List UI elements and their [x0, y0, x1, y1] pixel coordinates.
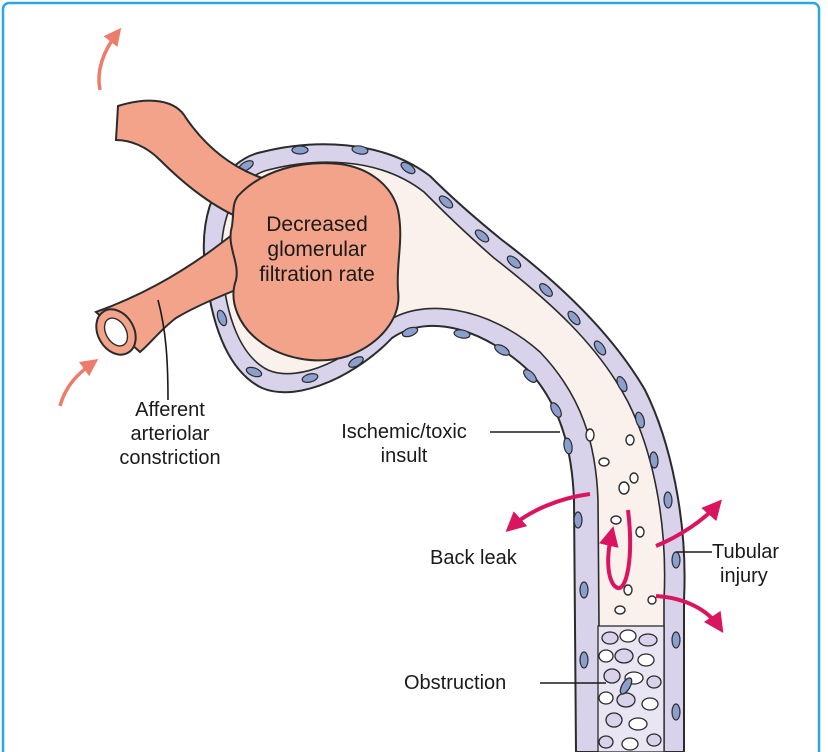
obstruction-label: Obstruction: [404, 671, 506, 695]
afferent-label-line: Afferent: [108, 398, 232, 422]
tubular-injury-label: Tubular injury: [712, 540, 779, 588]
obstruction-cast: [598, 626, 664, 752]
glomerulus-label-line: Decreased: [222, 212, 412, 237]
insult-label: Ischemic/toxic insult: [318, 420, 490, 468]
glomerulus-label-line: filtration rate: [222, 262, 412, 287]
glomerulus-label: Decreased glomerular filtration rate: [222, 212, 412, 287]
afferent-label-line: arteriolar: [108, 422, 232, 446]
flow-in-arrow: [60, 362, 94, 406]
afferent-label-line: constriction: [108, 446, 232, 470]
insult-label-line: Ischemic/toxic: [318, 420, 490, 444]
flow-out-arrow: [99, 32, 118, 90]
tubular-injury-label-line: injury: [712, 564, 779, 588]
tubular-injury-label-line: Tubular: [712, 540, 779, 564]
afferent-label: Afferent arteriolar constriction: [108, 398, 232, 470]
insult-label-line: insult: [318, 444, 490, 468]
glomerulus-label-line: glomerular: [222, 237, 412, 262]
back-leak-label: Back leak: [430, 546, 517, 570]
